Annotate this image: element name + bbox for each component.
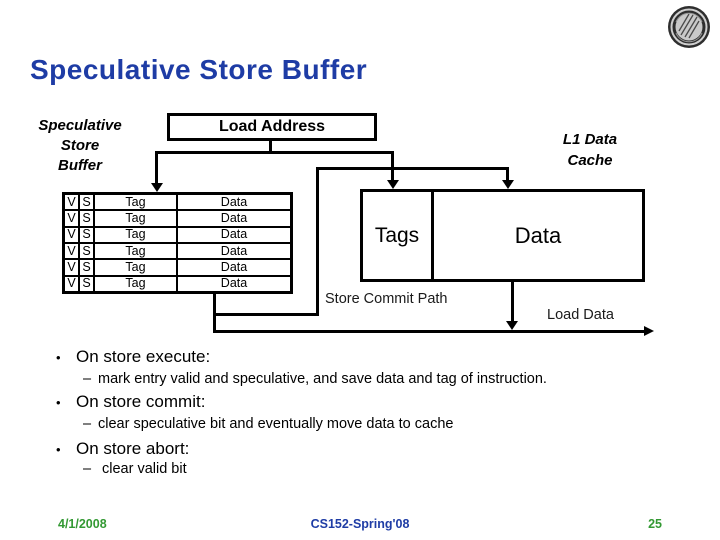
- buffer-cell-s: S: [80, 227, 95, 242]
- bullet-store-abort: • On store abort:: [56, 439, 189, 459]
- buffer-cell-v: V: [65, 195, 80, 210]
- bullet-text: On store commit:: [76, 392, 206, 411]
- load-to-buffer-line: [155, 153, 158, 184]
- sub-bullet-text: clear speculative bit and eventually mov…: [98, 416, 454, 432]
- bullet-dot: •: [56, 395, 61, 410]
- arrow-cache-to-load-data: [506, 321, 518, 330]
- buffer-cell-data: Data: [220, 243, 248, 258]
- bullet-dot: •: [56, 442, 61, 457]
- buffer-cell-v: V: [65, 260, 80, 275]
- speculative-store-buffer-label: Speculative Store Buffer: [18, 116, 142, 176]
- buffer-cell-tag: Tag: [95, 227, 178, 242]
- buffer-cell-s: S: [80, 243, 95, 259]
- buffer-cell-v: V: [65, 276, 80, 291]
- buffer-label-line: Speculative: [38, 117, 122, 134]
- buffer-cell-tag: Tag: [95, 260, 178, 275]
- load-address-split-line: [155, 151, 394, 154]
- sub-bullet-dash: –: [83, 461, 92, 477]
- sub-bullet-text: mark entry valid and speculative, and sa…: [98, 371, 547, 387]
- university-seal-logo: [668, 6, 710, 48]
- buffer-cell-tag: Tag: [95, 195, 178, 210]
- buffer-cell-data: Data: [220, 276, 248, 291]
- arrow-into-tags: [387, 180, 399, 189]
- store-commit-bottom-line: [213, 313, 319, 316]
- footer-course: CS152-Spring'08: [310, 517, 410, 531]
- store-commit-top-line: [316, 167, 509, 170]
- buffer-output-line: [213, 293, 216, 333]
- buffer-cell-data: Data: [220, 259, 248, 274]
- buffer-cell-tag: Tag: [95, 211, 178, 226]
- buffer-cell-tag: Tag: [95, 243, 178, 259]
- arrow-load-data-out: [644, 326, 654, 336]
- page-title: Speculative Store Buffer: [30, 54, 368, 85]
- footer-page-number: 25: [648, 517, 662, 531]
- buffer-cell-data: Data: [220, 210, 248, 225]
- buffer-cell-s: S: [80, 276, 95, 291]
- buffer-cell-s: S: [80, 211, 95, 226]
- load-data-label: Load Data: [547, 307, 614, 323]
- sub-bullet-store-commit: – clear speculative bit and eventually m…: [83, 416, 453, 432]
- load-address-stub-line: [269, 140, 272, 153]
- l1-data-cell: Data: [434, 192, 642, 279]
- arrow-into-cache-data: [502, 180, 514, 189]
- buffer-cell-data: Data: [220, 194, 248, 209]
- footer-date: 4/1/2008: [58, 517, 107, 531]
- bullet-store-commit: • On store commit:: [56, 392, 205, 412]
- buffer-cell-v: V: [65, 227, 80, 242]
- buffer-cell-v: V: [65, 211, 80, 226]
- load-address-box: Load Address: [167, 113, 377, 141]
- buffer-cell-v: V: [65, 243, 80, 259]
- l1-cache-box: Tags Data: [360, 189, 645, 282]
- arrow-into-buffer: [151, 183, 163, 192]
- bullet-text: On store abort:: [76, 439, 190, 458]
- sub-bullet-store-execute: – mark entry valid and speculative, and …: [83, 371, 547, 387]
- buffer-label-line: Store: [60, 137, 100, 154]
- l1-data-cache-label: L1 Data Cache: [533, 129, 647, 171]
- buffer-label-line: Buffer: [58, 157, 102, 174]
- l1-label-line: Cache: [567, 152, 613, 169]
- l1-tags-cell: Tags: [363, 192, 434, 279]
- buffer-cell-s: S: [80, 260, 95, 275]
- l1-tags-label: Tags: [374, 223, 420, 247]
- buffer-cell-tag: Tag: [95, 276, 178, 291]
- bullet-store-execute: • On store execute:: [56, 347, 210, 367]
- bullet-text: On store execute:: [76, 347, 211, 366]
- l1-data-label: Data: [514, 222, 562, 248]
- buffer-cell-data: Data: [220, 227, 248, 242]
- sub-bullet-store-abort: – clear valid bit: [83, 461, 187, 477]
- load-data-line: [213, 330, 645, 333]
- store-commit-path-label: Store Commit Path: [325, 291, 448, 307]
- bullet-dot: •: [56, 350, 61, 365]
- store-commit-drop-line: [506, 169, 509, 181]
- buffer-cell-s: S: [80, 195, 95, 210]
- sub-bullet-text: clear valid bit: [102, 461, 187, 477]
- sub-bullet-dash: –: [83, 371, 92, 387]
- store-commit-vertical-line: [316, 169, 319, 316]
- sub-bullet-dash: –: [83, 416, 92, 432]
- load-address-label: Load Address: [218, 118, 326, 135]
- l1-label-line: L1 Data: [562, 131, 618, 148]
- cache-output-line: [511, 282, 514, 322]
